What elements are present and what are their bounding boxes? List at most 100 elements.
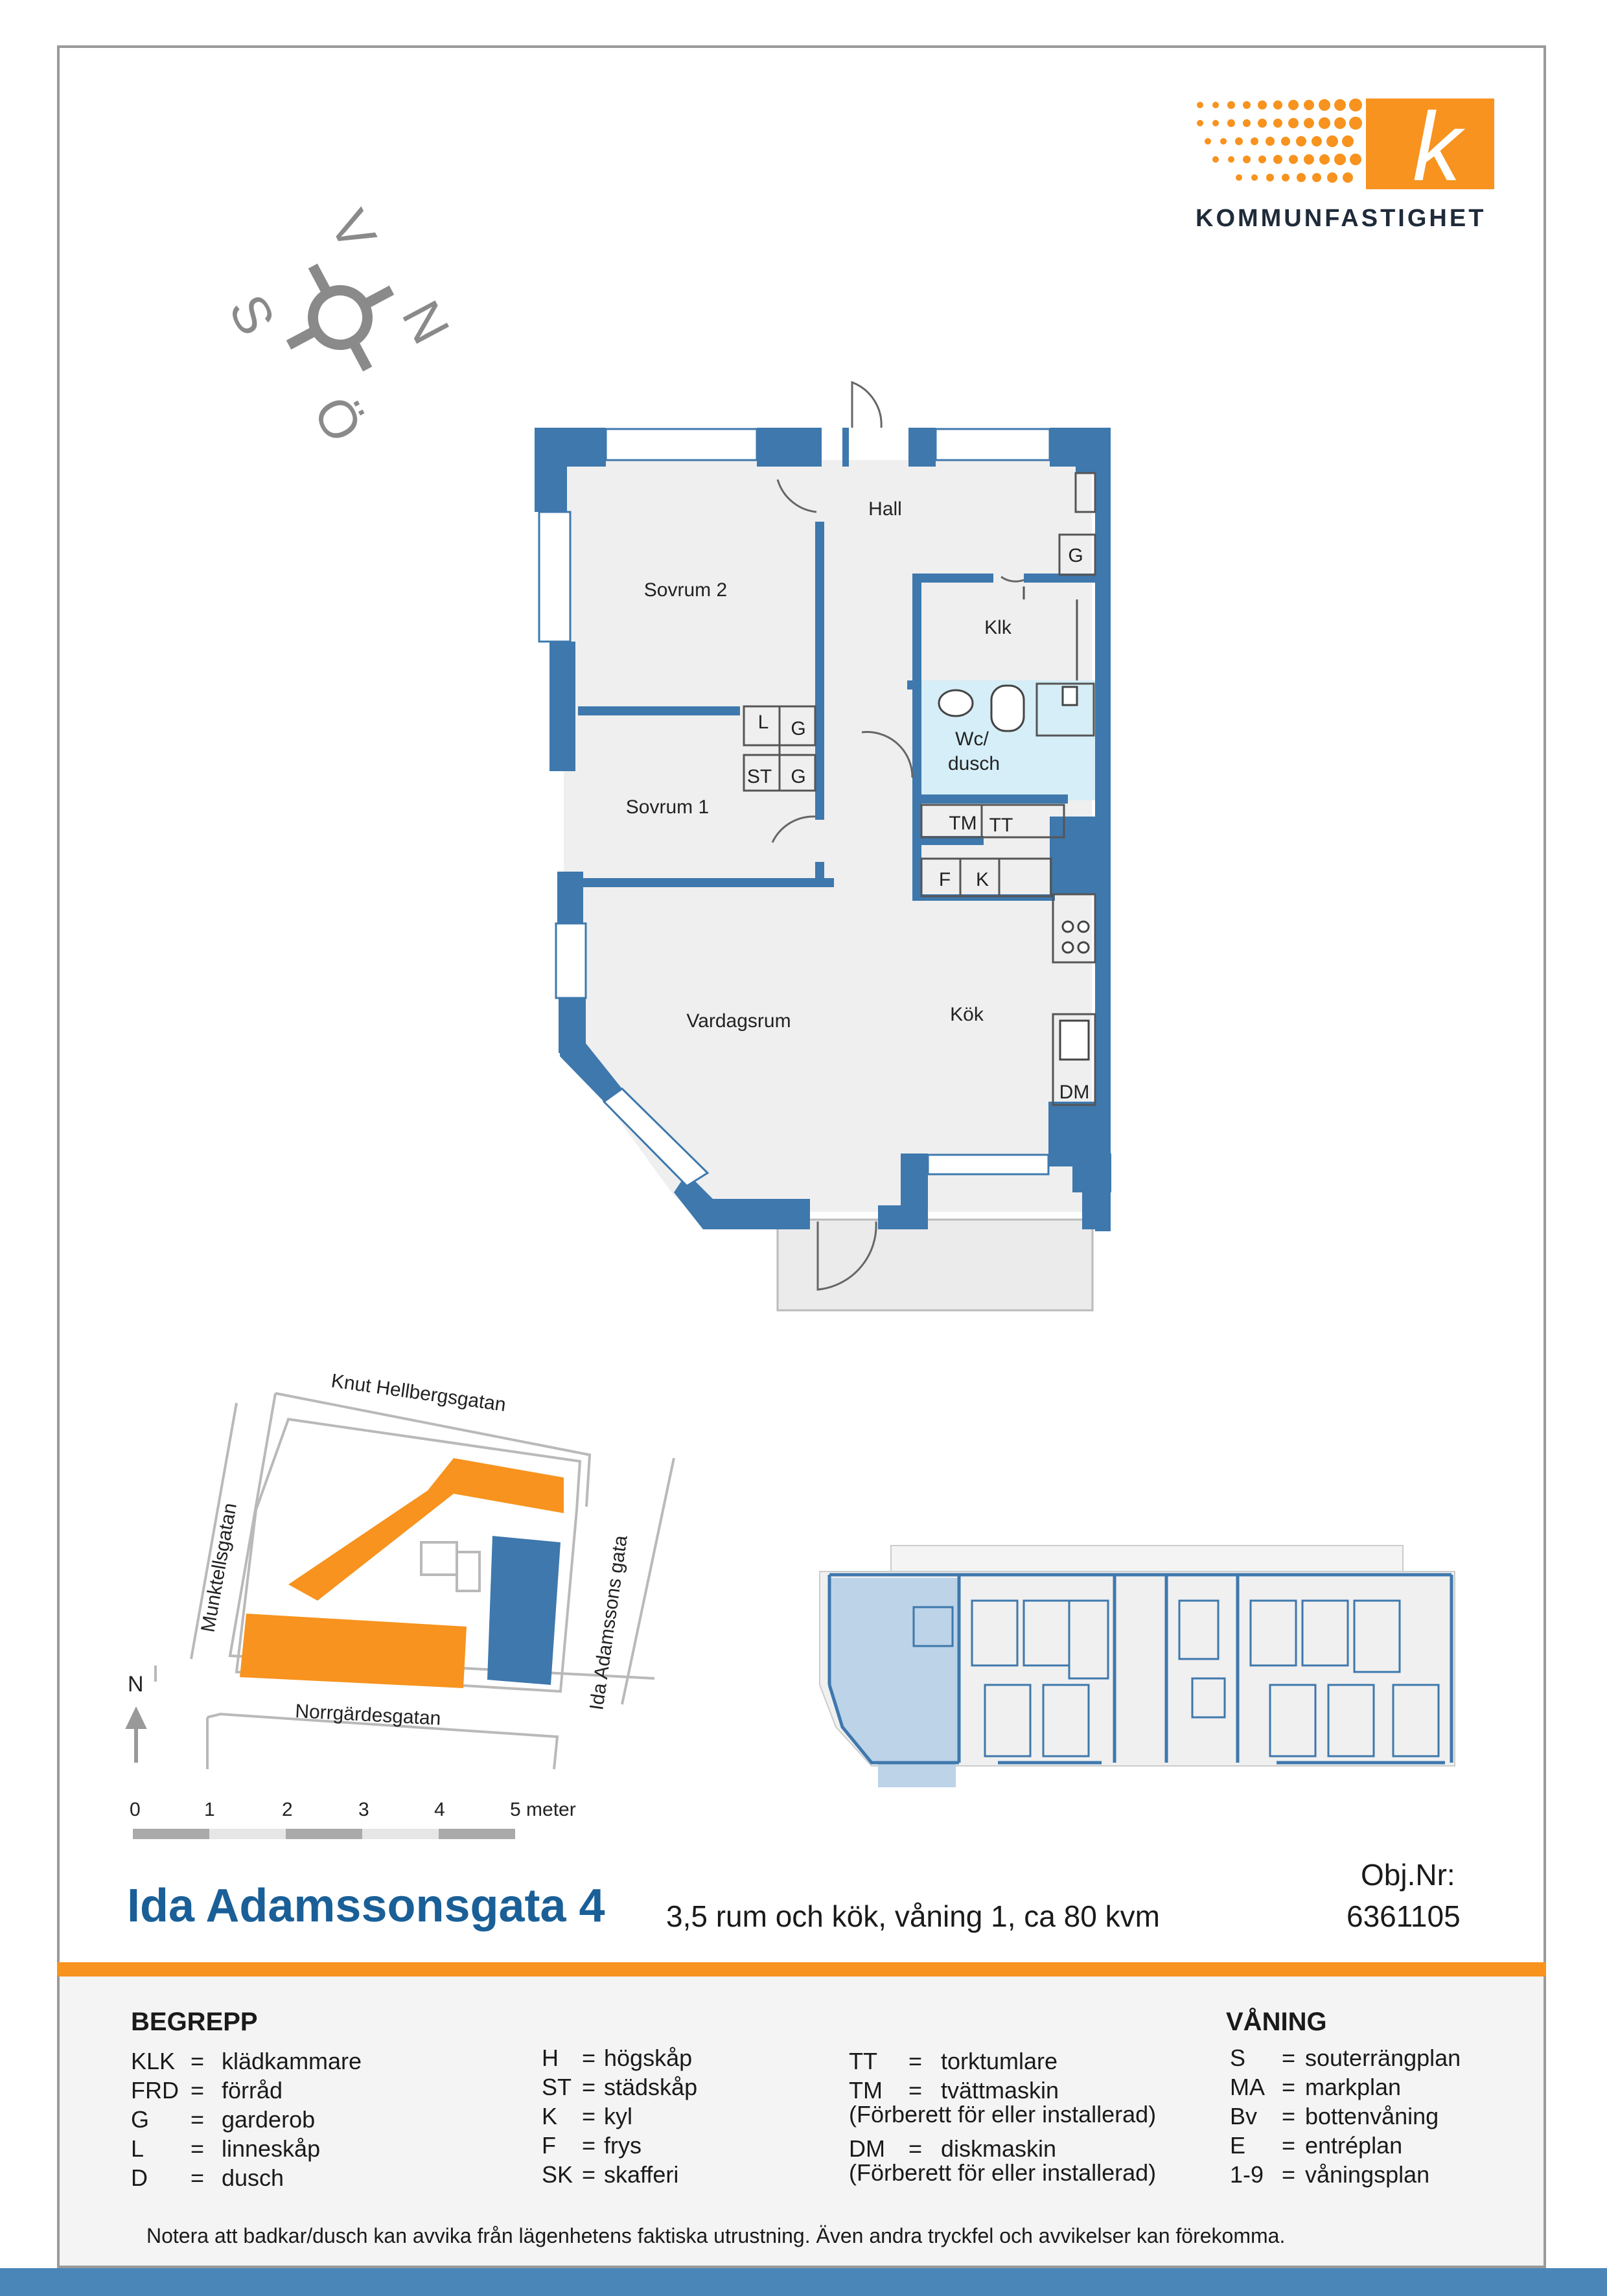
legend-eq: = xyxy=(1282,2045,1296,2071)
disclaimer-note: Notera att badkar/dusch kan avvika från … xyxy=(146,2224,1286,2247)
svg-text:Klk: Klk xyxy=(984,617,1012,638)
object-number: 6361105 xyxy=(1347,1899,1461,1933)
legend-eq: = xyxy=(1282,2074,1296,2100)
floor-plan: Hall Sovrum 2 Sovrum 1 Klk Wc/ dusch Var… xyxy=(535,380,1111,1312)
legend-abbr: SK xyxy=(542,2161,573,2188)
legend-eq: = xyxy=(191,2048,205,2074)
legend-text: dusch xyxy=(222,2164,284,2191)
address-title: Ida Adamssonsgata 4 xyxy=(127,1880,605,1932)
legend-abbr: TT xyxy=(849,2048,877,2074)
legend-text: frys xyxy=(604,2132,642,2159)
svg-text:2: 2 xyxy=(282,1799,293,1820)
legend-abbr: FRD xyxy=(131,2077,179,2104)
legend-text: städskåp xyxy=(604,2074,698,2100)
svg-text:K: K xyxy=(976,869,989,890)
svg-text:V: V xyxy=(318,201,387,260)
svg-text:TM: TM xyxy=(949,813,977,834)
divider-bar xyxy=(57,1962,1546,1977)
kommunfastighet-logo: k xyxy=(1197,97,1494,201)
svg-text:N: N xyxy=(391,292,460,353)
legend-abbr: ST xyxy=(542,2074,572,2100)
legend-abbr: MA xyxy=(1230,2074,1265,2100)
legend-begrepp-title: BEGREPP xyxy=(131,2008,258,2036)
legend-text: souterrängplan xyxy=(1305,2045,1461,2071)
legend-text: bottenvåning xyxy=(1305,2103,1439,2129)
legend-abbr: KLK xyxy=(131,2048,176,2074)
svg-text:Wc/: Wc/ xyxy=(955,728,989,750)
legend-abbr: F xyxy=(542,2132,556,2159)
legend-abbr: TM xyxy=(849,2077,883,2104)
legend-eq: = xyxy=(1282,2161,1296,2188)
legend-text: torktumlare xyxy=(941,2048,1058,2074)
legend-text: diskmaskin xyxy=(941,2135,1057,2162)
legend-abbr: H xyxy=(542,2045,559,2071)
legend-text: skafferi xyxy=(604,2161,679,2188)
legend-eq: = xyxy=(191,2077,205,2104)
svg-text:DM: DM xyxy=(1059,1082,1090,1103)
legend-abbr: L xyxy=(131,2135,145,2162)
legend-eq: = xyxy=(191,2164,205,2191)
legend-text: markplan xyxy=(1305,2074,1402,2100)
legend-text: tvättmaskin xyxy=(941,2077,1059,2104)
svg-text:Norrgärdesgatan: Norrgärdesgatan xyxy=(295,1700,442,1730)
svg-text:Sovrum 1: Sovrum 1 xyxy=(626,796,709,818)
svg-text:0: 0 xyxy=(130,1799,141,1820)
legend-text: linneskåp xyxy=(222,2135,321,2162)
legend-text: våningsplan xyxy=(1305,2161,1430,2188)
svg-text:Ö: Ö xyxy=(302,388,373,441)
svg-text:Sovrum 2: Sovrum 2 xyxy=(644,579,727,601)
svg-text:Ida Adamssons gata: Ida Adamssons gata xyxy=(586,1534,632,1711)
legend-abbr: G xyxy=(131,2106,150,2133)
svg-text:Hall: Hall xyxy=(868,498,902,520)
balcony xyxy=(776,1218,1094,1312)
legend-text: förråd xyxy=(222,2077,283,2104)
svg-text:Vardagsrum: Vardagsrum xyxy=(686,1010,791,1032)
legend-eq: = xyxy=(582,2074,596,2100)
svg-text:5 meter: 5 meter xyxy=(510,1799,576,1820)
legend-text: högskåp xyxy=(604,2045,693,2071)
svg-text:G: G xyxy=(791,718,805,739)
legend-eq: = xyxy=(191,2135,205,2162)
legend-abbr: DM xyxy=(849,2135,885,2162)
svg-text:4: 4 xyxy=(434,1799,445,1820)
legend-eq: = xyxy=(1282,2103,1296,2129)
legend-text: (Förberett för eller installerad) xyxy=(849,2159,1157,2186)
legend-eq: = xyxy=(191,2106,205,2133)
legend-text: kyl xyxy=(604,2103,632,2129)
legend-abbr: Bv xyxy=(1230,2103,1258,2129)
apartment-summary: 3,5 rum och kök, våning 1, ca 80 kvm xyxy=(666,1899,1160,1933)
legend-abbr: 1-9 xyxy=(1230,2161,1264,2188)
svg-text:1: 1 xyxy=(204,1799,215,1820)
legend: BEGREPP VÅNING xyxy=(60,1977,1543,2266)
legend-text: garderob xyxy=(222,2106,316,2133)
brand-name: KOMMUNFASTIGHET xyxy=(1196,205,1486,232)
svg-text:G: G xyxy=(791,766,805,787)
svg-text:F: F xyxy=(939,869,951,890)
legend-abbr: E xyxy=(1230,2132,1246,2159)
svg-text:S: S xyxy=(217,285,286,344)
legend-text: klädkammare xyxy=(222,2048,362,2074)
legend-abbr: K xyxy=(542,2103,558,2129)
svg-text:k: k xyxy=(1413,97,1466,201)
legend-eq: = xyxy=(908,2048,923,2074)
svg-text:3: 3 xyxy=(358,1799,369,1820)
svg-text:ST: ST xyxy=(747,766,772,787)
svg-text:L: L xyxy=(758,712,769,733)
svg-text:G: G xyxy=(1068,545,1083,566)
svg-text:Kök: Kök xyxy=(950,1004,984,1025)
legend-text: (Förberett för eller installerad) xyxy=(849,2101,1157,2128)
legend-text: entréplan xyxy=(1305,2132,1403,2159)
building-overview xyxy=(819,1545,1455,1787)
legend-vaning-title: VÅNING xyxy=(1226,2008,1327,2036)
svg-text:N: N xyxy=(128,1672,144,1697)
svg-text:dusch: dusch xyxy=(948,753,1000,774)
svg-text:Munktellsgatan: Munktellsgatan xyxy=(197,1502,241,1634)
legend-eq: = xyxy=(582,2103,596,2129)
legend-eq: = xyxy=(1282,2132,1296,2159)
object-number-label: Obj.Nr: xyxy=(1361,1858,1455,1892)
legend-eq: = xyxy=(582,2161,596,2188)
scale-bar: 0 1 2 3 4 5 meter xyxy=(130,1799,576,1839)
legend-abbr: D xyxy=(131,2164,148,2191)
legend-eq: = xyxy=(582,2132,596,2159)
legend-eq: = xyxy=(908,2135,923,2162)
